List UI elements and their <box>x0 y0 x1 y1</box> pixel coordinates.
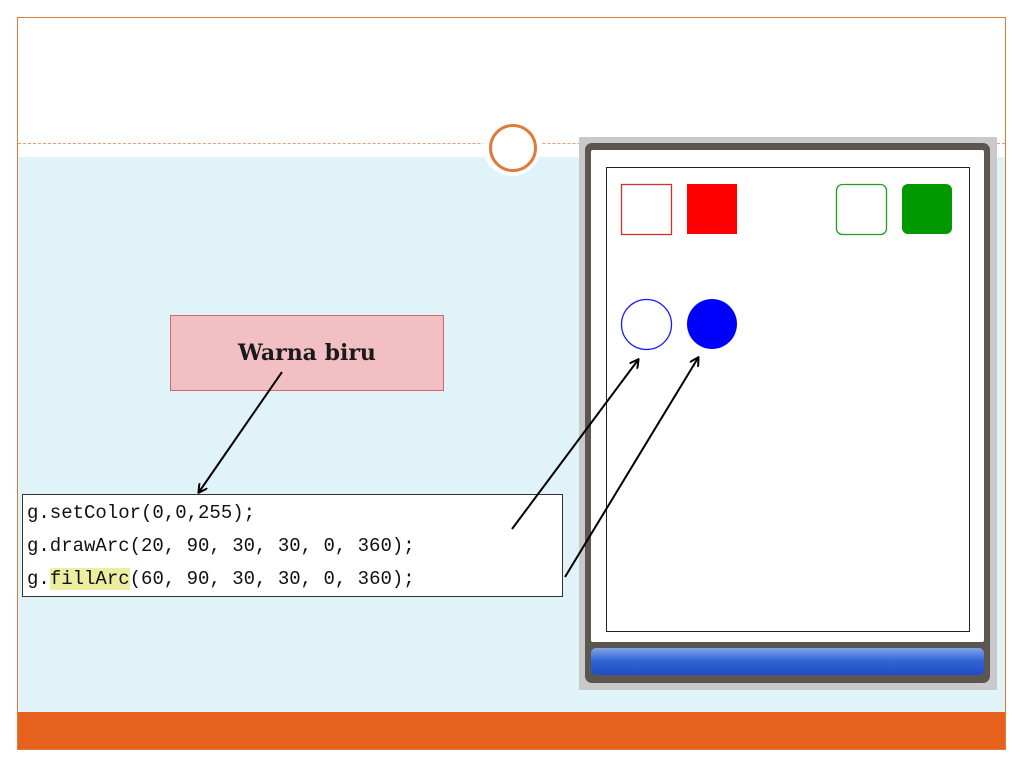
circle-ornament-icon <box>483 118 541 176</box>
code-line-fillarc: g.fillArc(60, 90, 30, 30, 0, 360); <box>27 563 562 596</box>
canvas-drawing <box>620 183 952 351</box>
drawing-canvas <box>606 167 970 632</box>
red-rect-outline <box>620 183 673 236</box>
code-text: g.setColor(0,0,255); <box>27 502 256 524</box>
callout-label: Warna biru <box>238 340 376 366</box>
footer-bar <box>18 712 1005 749</box>
phone-screen <box>591 150 984 642</box>
green-roundrect-filled <box>902 184 952 234</box>
code-line-drawarc: g.drawArc(20, 90, 30, 30, 0, 360); <box>27 530 562 563</box>
callout-box: Warna biru <box>170 315 444 391</box>
blue-circle-filled <box>687 299 737 349</box>
blue-circle-outline <box>620 298 673 351</box>
phone-softkey-bar <box>591 648 984 675</box>
code-box: g.setColor(0,0,255); g.drawArc(20, 90, 3… <box>22 494 563 597</box>
code-text: (60, 90, 30, 30, 0, 360); <box>129 568 415 590</box>
phone-emulator <box>579 137 997 690</box>
code-text: g.drawArc(20, 90, 30, 30, 0, 360); <box>27 535 415 557</box>
red-rect-filled <box>687 184 737 234</box>
green-roundrect-outline <box>835 183 888 236</box>
phone-body <box>585 143 990 683</box>
highlighted-method: fillArc <box>49 568 130 590</box>
code-line-setcolor: g.setColor(0,0,255); <box>27 497 562 530</box>
code-text: g. <box>27 568 50 590</box>
